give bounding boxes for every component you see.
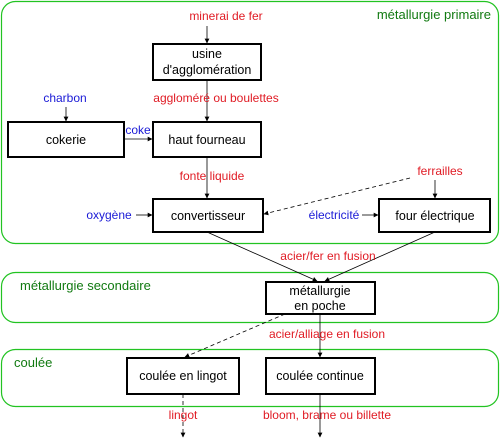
- process-coke-oven: cokerie: [7, 121, 125, 158]
- converter-label: convertisseur: [171, 209, 245, 223]
- arrow-electric-to-ladle: [324, 231, 436, 282]
- process-ingot-casting: coulée en lingot: [126, 357, 240, 395]
- arrow-converter-to-ladle: [206, 231, 318, 282]
- blast-furnace-label: haut fourneau: [168, 133, 245, 147]
- flow-molten-steel: acier/fer en fusion: [280, 249, 375, 263]
- group-secondary-metallurgy: [0, 271, 500, 324]
- group-casting: [0, 348, 500, 408]
- ladle-label-2: en poche: [294, 299, 345, 313]
- group-primary-title: métallurgie primaire: [377, 7, 491, 22]
- process-converter: convertisseur: [152, 198, 264, 233]
- group-casting-title: coulée: [14, 355, 52, 370]
- group-secondary-title: métallurgie secondaire: [20, 278, 151, 293]
- process-continuous-casting: coulée continue: [265, 357, 376, 395]
- flow-oxygen: oxygène: [86, 208, 132, 222]
- ingot-casting-label: coulée en lingot: [139, 369, 227, 383]
- process-ladle-metallurgy: métallurgie en poche: [265, 281, 376, 315]
- electric-furnace-label: four électrique: [395, 209, 474, 223]
- flow-semis: bloom, brame ou billette: [263, 408, 391, 422]
- flow-coke: coke: [125, 123, 151, 137]
- flow-sinter-pellets: aggloméré ou boulettes: [153, 91, 278, 105]
- process-blast-furnace: haut fourneau: [152, 121, 262, 158]
- flow-electricity: électricité: [309, 208, 360, 222]
- flow-ingot: lingot: [169, 408, 198, 422]
- flow-molten-alloy: acier/alliage en fusion: [269, 327, 385, 341]
- flow-hot-metal: fonte liquide: [180, 169, 245, 183]
- connectors: [63, 26, 438, 438]
- process-sinter-plant: usine d'agglomération: [152, 43, 262, 81]
- flow-coal: charbon: [43, 91, 86, 105]
- ladle-label-1: métallurgie: [289, 284, 350, 298]
- flow-iron-ore: minerai de fer: [189, 9, 262, 23]
- flow-scrap: ferrailles: [417, 164, 462, 178]
- continuous-casting-label: coulée continue: [276, 369, 364, 383]
- group-primary-metallurgy: [0, 0, 500, 245]
- sinter-plant-label-2: d'agglomération: [163, 63, 252, 77]
- sinter-plant-label-1: usine: [192, 47, 222, 61]
- process-electric-furnace: four électrique: [378, 198, 491, 233]
- coke-oven-label: cokerie: [46, 133, 86, 147]
